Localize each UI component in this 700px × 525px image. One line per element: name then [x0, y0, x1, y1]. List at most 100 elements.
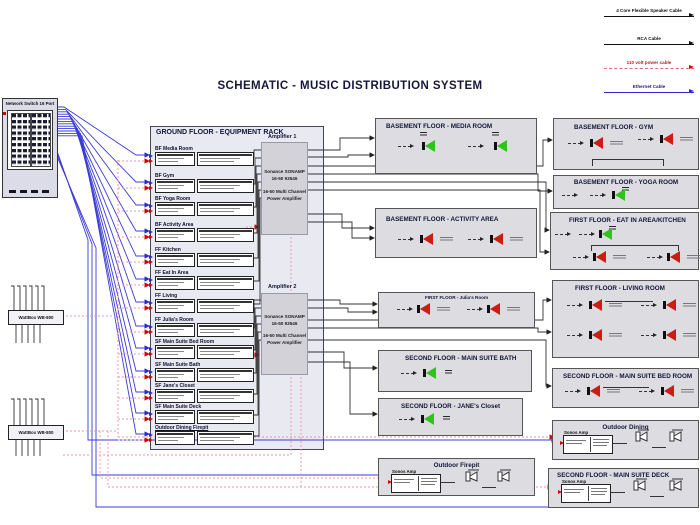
speaker-micro-label — [510, 237, 523, 241]
speaker-icon — [663, 299, 677, 311]
speaker-micro-label — [681, 389, 694, 393]
wire-stub — [397, 307, 413, 311]
source-device-box — [197, 299, 254, 313]
power-arrow-icon — [149, 352, 155, 356]
power-arrow-icon — [388, 480, 394, 484]
source-device-box — [155, 431, 195, 445]
source-device-box — [197, 179, 254, 193]
speaker-cable-wire — [252, 339, 261, 437]
speaker-icon — [663, 329, 677, 341]
source-device-box — [155, 410, 195, 424]
ethernet-cable-wire — [56, 125, 150, 351]
source-device-box — [197, 202, 254, 216]
source-device-box — [155, 368, 195, 382]
room-main-suite-bath: SECOND FLOOR - MAIN SUITE BATH — [378, 350, 532, 392]
source-device-box — [155, 276, 195, 290]
wire-segment — [605, 301, 653, 302]
ethernet-arrow-icon — [149, 204, 155, 208]
speaker-icon — [590, 137, 604, 149]
legend-item-speaker-cable: 4 Core Flexible Speaker Cable — [600, 8, 698, 18]
wire-stub — [590, 193, 606, 197]
source-device-box — [155, 228, 195, 242]
wire-segment — [592, 159, 664, 166]
ethernet-arrow-icon — [149, 370, 155, 374]
room-title: SECOND FLOOR - MAIN SUITE DECK — [557, 472, 670, 479]
speaker-icon — [422, 140, 436, 152]
ethernet-cable-wire — [56, 128, 150, 374]
ethernet-arrow-icon — [149, 412, 155, 416]
power-arrow-icon — [149, 330, 155, 334]
speaker-cable-wire — [306, 213, 375, 231]
wire-stub — [468, 144, 484, 148]
speaker-micro-label — [687, 255, 700, 259]
ethernet-cable-wire — [56, 130, 150, 395]
source-device-box — [155, 389, 195, 403]
rack-row-label: SF Main Suite Bed Room — [155, 339, 215, 345]
room-title: SECOND FLOOR - MAIN SUITE BATH — [405, 355, 517, 362]
power-arrow-icon — [149, 209, 155, 213]
speaker-icon — [599, 228, 613, 240]
room-main-suite-deck: SECOND FLOOR - MAIN SUITE DECK Sonos Amp — [548, 468, 699, 508]
wire-stub — [555, 232, 571, 236]
volume-control-icon — [609, 226, 616, 231]
rack-row: BF Yoga Room — [149, 196, 255, 216]
wire-stub — [579, 232, 595, 236]
wire-stub — [573, 255, 589, 259]
ethernet-cable-wire — [56, 116, 150, 259]
outdoor-speaker-icon — [633, 478, 649, 492]
speaker-icon — [421, 413, 435, 425]
source-device-box — [197, 228, 254, 242]
source-device-box — [197, 410, 254, 424]
rack-row-label: BF Media Room — [155, 146, 193, 152]
power-arrow-icon — [149, 306, 155, 310]
speaker-cable-line-sample — [604, 13, 694, 18]
wire-stub — [398, 237, 414, 241]
wire-segment — [482, 487, 496, 488]
legend-label: 4 Core Flexible Speaker Cable — [616, 8, 682, 13]
power-arrow-icon — [149, 417, 155, 421]
rack-row-label: FF Julia's Room — [155, 317, 194, 323]
source-device-box — [197, 152, 254, 166]
outdoor-speaker-icon — [465, 469, 481, 483]
speaker-cable-wire — [252, 331, 261, 416]
wire-segment — [441, 482, 455, 483]
wattbox-1: WattBox WB-800 — [8, 310, 64, 325]
power-arrow-icon — [560, 441, 566, 445]
wire-stub — [641, 303, 657, 307]
ethernet-arrow-icon — [149, 391, 155, 395]
room-eat-in-kitchen: FIRST FLOOR - EAT IN AREA/KITCHEN — [550, 212, 700, 270]
speaker-cable-wire — [41, 285, 45, 310]
room-title: SECOND FLOOR - JANE's Closet — [401, 403, 501, 410]
speaker-icon — [660, 133, 674, 145]
speaker-cable-wire — [306, 181, 550, 233]
rack-row-label: FF Living — [155, 293, 178, 299]
speaker-icon — [612, 189, 626, 201]
source-device-box — [197, 389, 254, 403]
speaker-cable-wire — [306, 221, 375, 241]
speaker-icon — [490, 233, 504, 245]
ethernet-cable-wire — [56, 123, 150, 329]
source-device-box — [197, 345, 254, 359]
legend-item-ethernet-cable: Ethernet Cable — [600, 84, 698, 94]
wattbox-2-label: WattBox WB-800 — [18, 430, 54, 435]
room-gym: BASEMENT FLOOR - GYM — [553, 118, 699, 170]
amp1-brand: Sonance SONAMP — [264, 169, 305, 174]
room-title: FIRST FLOOR - LIVING ROOM — [575, 285, 665, 292]
ethernet-cable-wire — [56, 120, 150, 305]
source-device-box — [155, 345, 195, 359]
rack-row-label: Outdoor Dining Firepit — [155, 425, 209, 431]
rack-row: SF Main Suite Bed Room — [149, 339, 255, 359]
rack-row-label: BF Gym — [155, 173, 175, 179]
wire-stub — [467, 307, 483, 311]
speaker-cable-wire — [23, 285, 27, 310]
amp1-desc1: 16-50 Multi Channel — [262, 188, 307, 194]
wattbox-2: WattBox WB-800 — [8, 425, 64, 440]
speaker-micro-label — [609, 333, 622, 337]
ethernet-cable-line-sample — [604, 89, 694, 94]
rack-row: BF Media Room — [149, 146, 255, 166]
amp2-desc1: 16-50 Multi Channel — [262, 332, 307, 338]
rack-row: BF Activity Area — [149, 222, 255, 242]
power-arrow-icon — [558, 490, 564, 494]
ethernet-cable-wire — [56, 111, 150, 208]
room-title: BASEMENT FLOOR - MEDIA ROOM — [386, 123, 493, 130]
